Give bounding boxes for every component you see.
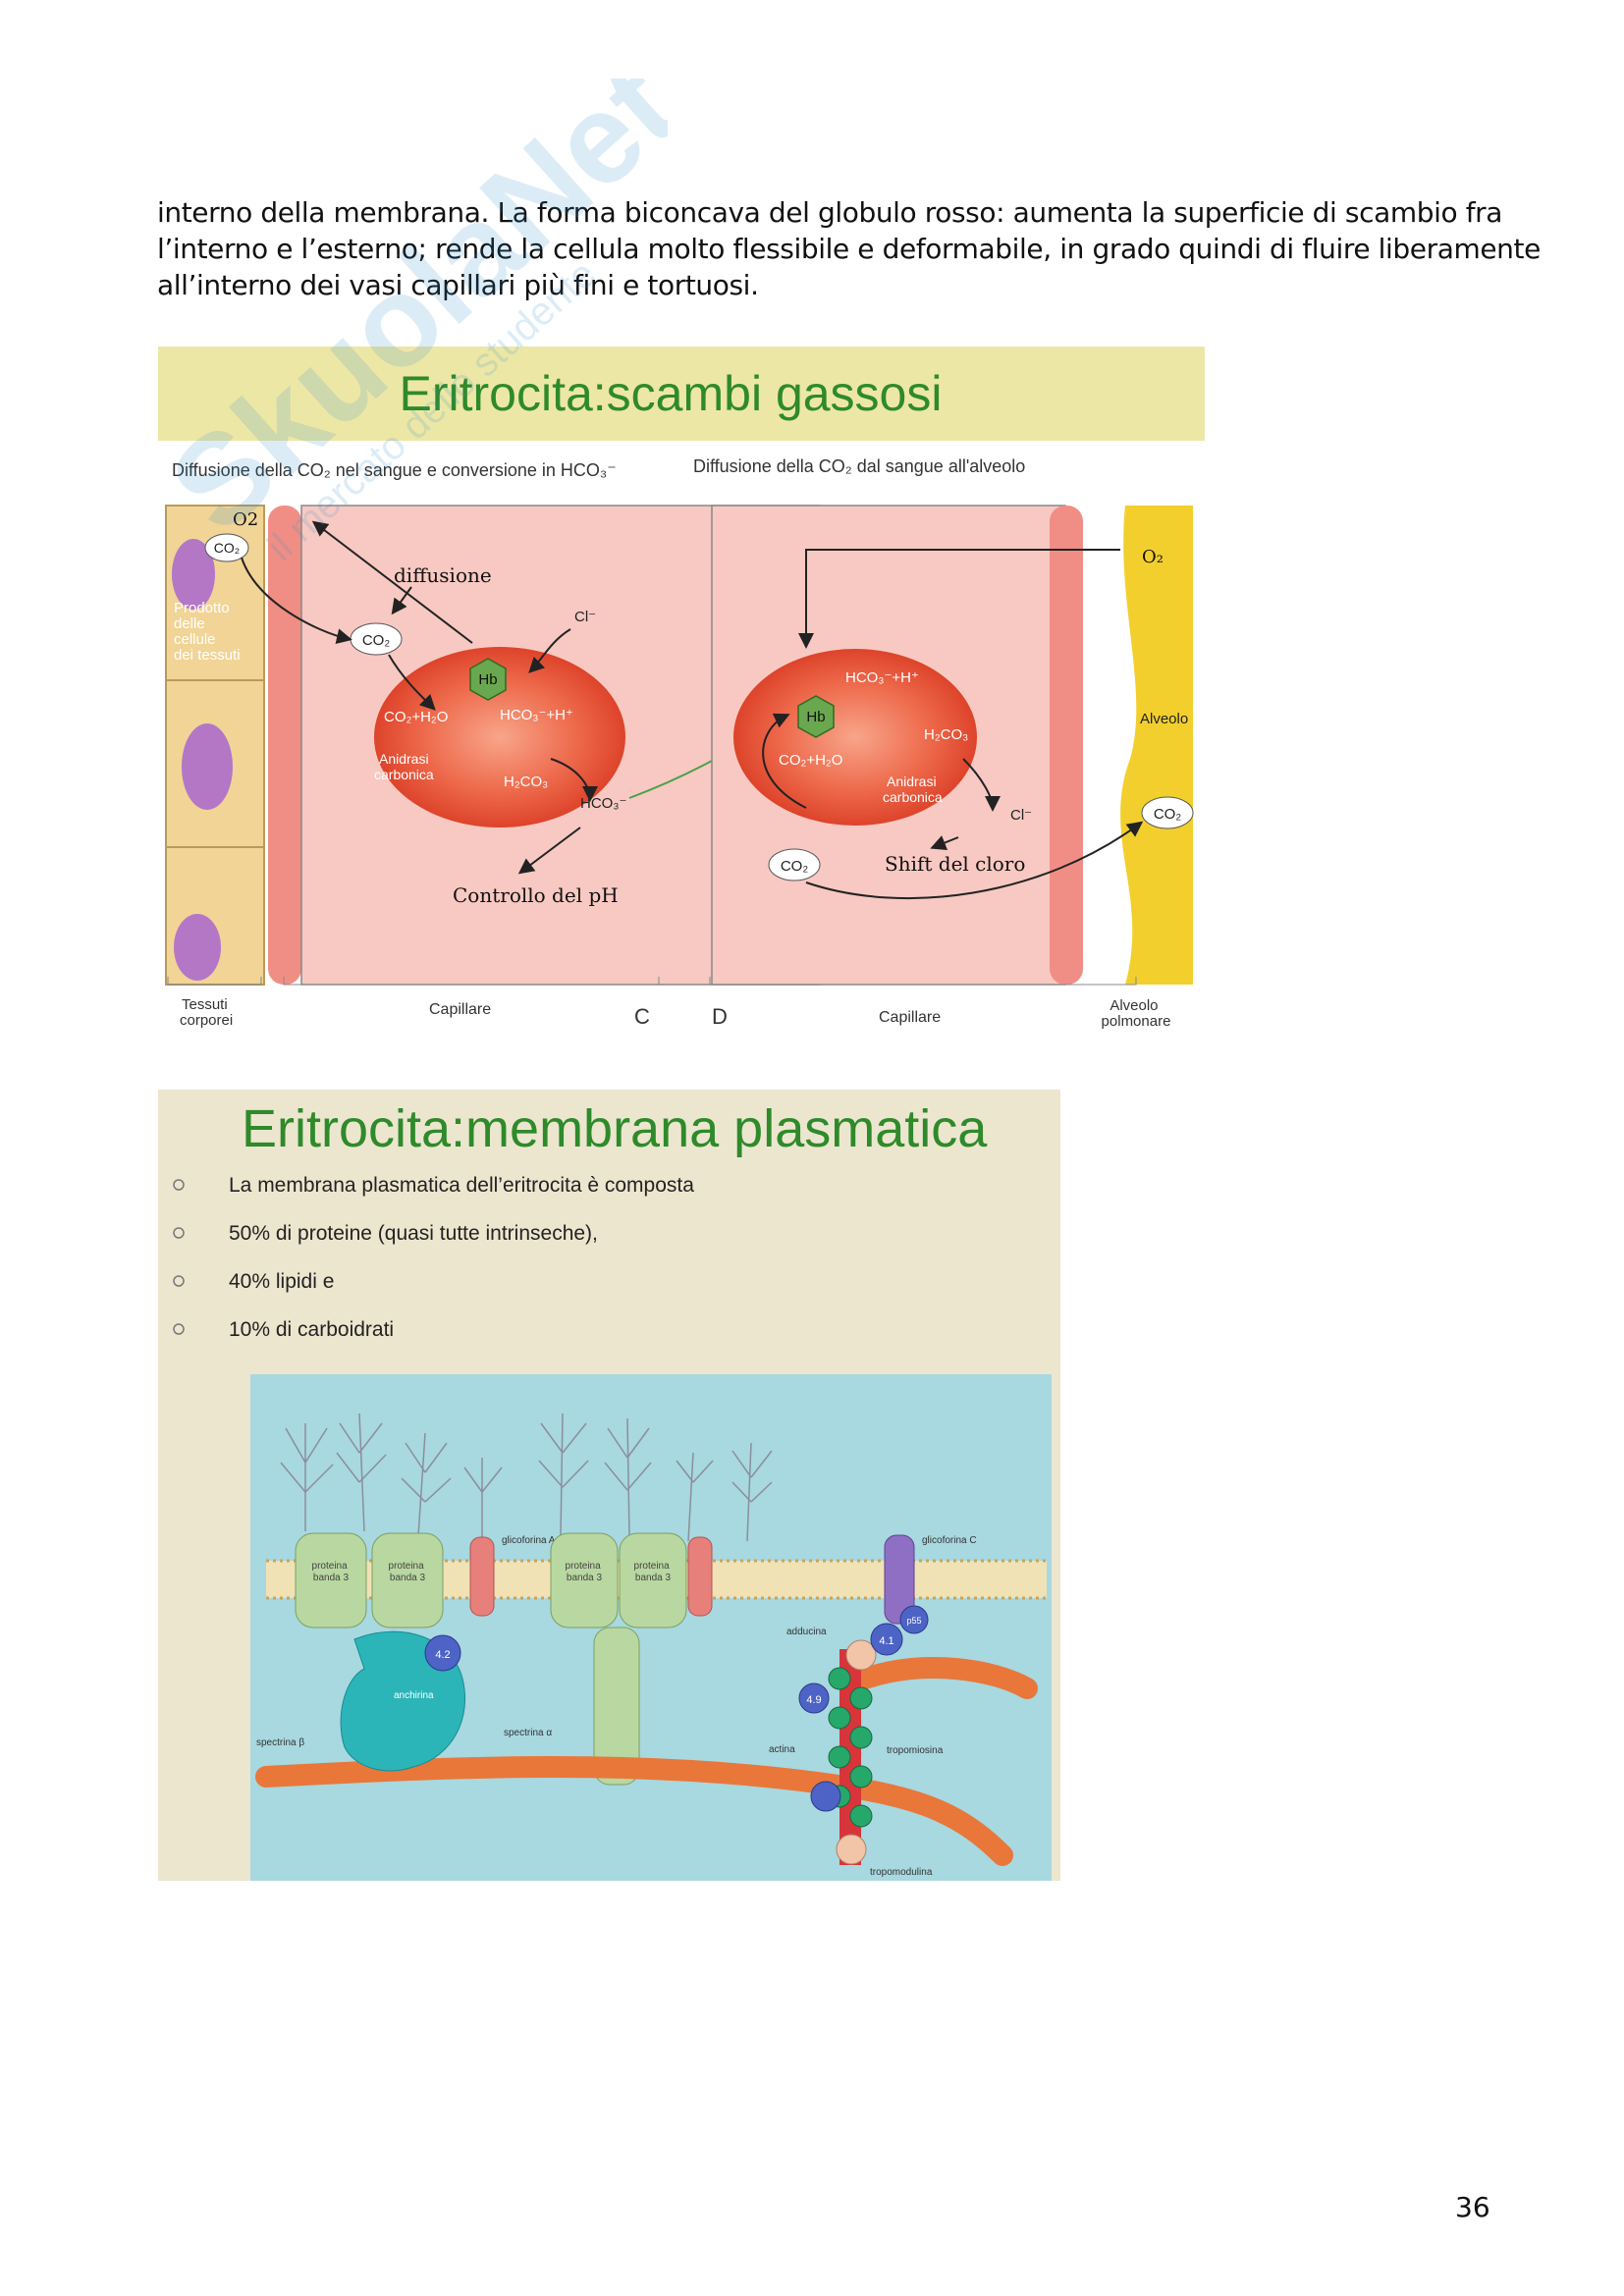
band49-label: 4.9	[806, 1694, 821, 1706]
cl-right: Cl⁻	[1010, 807, 1032, 824]
band3-label: proteina banda 3	[566, 1561, 604, 1583]
alveolo-label: Alveolo	[1140, 711, 1188, 727]
hco3-h-right: HCO₃⁻+H⁺	[845, 669, 919, 686]
glycophorin-a	[470, 1537, 494, 1616]
hb-left: Hb	[478, 671, 497, 688]
bullet-item: La membrana plasmatica dell’eritrocita è…	[229, 1174, 694, 1197]
hco3-left: HCO₃⁻	[580, 795, 626, 812]
h2co3-right: H₂CO₃	[924, 726, 968, 743]
controllo-label: Controllo del pH	[453, 883, 619, 907]
paragraph-line: all’interno dei vasi capillari più fini …	[157, 267, 1473, 303]
cl-left: Cl⁻	[574, 609, 596, 625]
anchirina-label: anchirina	[394, 1690, 434, 1701]
band42-label: 4.2	[435, 1649, 450, 1661]
left-caption: Diffusione della CO₂ nel sangue e conver…	[172, 460, 617, 480]
slide2-title: Eritrocita:membrana plasmatica	[242, 1099, 988, 1158]
right-panel: Alveolo CO₂ O₂ Hb HCO₃⁻+H⁺ H₂CO₃ CO₂+H₂O…	[712, 506, 1193, 985]
cell-nucleus	[182, 723, 233, 810]
adducina-label: adducina	[786, 1627, 827, 1637]
anidrasi-right: Anidrasi carbonica	[883, 774, 943, 805]
panel-letter-c: C	[634, 1004, 650, 1029]
band41-label: 4.1	[879, 1635, 893, 1647]
capillare-right-label: Capillare	[879, 1009, 941, 1026]
alveolo-polmonare-label: Alveolo polmonare	[1102, 997, 1171, 1030]
glicoforina-a-label: glicoforina A	[502, 1535, 556, 1546]
paragraph-line: interno della membrana. La forma biconca…	[157, 194, 1473, 231]
o2-right: O₂	[1142, 547, 1164, 567]
actina-label: actina	[769, 1744, 795, 1755]
spectrina-b-label: spectrina β	[256, 1737, 304, 1748]
co2-diffusion: CO₂	[362, 632, 391, 649]
right-caption: Diffusione della CO₂ dal sangue all'alve…	[693, 456, 1025, 476]
paragraph-line: l’interno e l’esterno; rende la cellula …	[157, 231, 1473, 267]
diffusione-label: diffusione	[394, 563, 492, 587]
co2-right: CO₂	[781, 858, 809, 875]
band3-label: proteina banda 3	[312, 1561, 351, 1583]
co2-h2o-right: CO₂+H₂O	[779, 752, 842, 769]
spectrina-a-label: spectrina α	[504, 1728, 552, 1738]
slide-membrana-plasmatica: Eritrocita:membrana plasmatica La membra…	[158, 1090, 1060, 1881]
glicoforina-c-label: glicoforina C	[922, 1535, 977, 1546]
bullet-item: 40% lipidi e	[229, 1270, 334, 1293]
hb-right: Hb	[806, 709, 825, 725]
slide-scambi-gassosi: Eritrocita:scambi gassosi Diffusione del…	[158, 347, 1205, 1049]
bullet-item: 50% di proteine (quasi tutte intrinseche…	[229, 1222, 598, 1245]
co2-h2o-left: CO₂+H₂O	[384, 709, 448, 725]
co2-cell: CO₂	[214, 540, 240, 556]
tessuti-label: Tessuti corporei	[180, 996, 233, 1029]
shift-label: Shift del cloro	[885, 852, 1025, 876]
band3-label: proteina banda 3	[634, 1561, 673, 1583]
h2co3-left: H₂CO₃	[504, 774, 548, 790]
band3-label: proteina banda 3	[389, 1561, 427, 1583]
tropomiosina-label: tropomiosina	[887, 1745, 944, 1756]
page-number: 36	[1455, 2191, 1490, 2223]
p55-label: p55	[906, 1616, 921, 1626]
panel-letter-d: D	[712, 1004, 728, 1029]
co2-alveolo: CO₂	[1154, 806, 1182, 823]
slide-title: Eritrocita:scambi gassosi	[400, 366, 943, 421]
body-paragraph: interno della membrana. La forma biconca…	[157, 194, 1473, 303]
tropomodulina-label: tropomodulina	[870, 1867, 933, 1878]
anidrasi-left: Anidrasi carbonica	[374, 751, 434, 782]
bullet-item: 10% di carboidrati	[229, 1318, 394, 1341]
capillare-left-label: Capillare	[429, 1001, 491, 1018]
o2-left: O2	[233, 509, 258, 530]
hco3-h-left: HCO₃⁻+H⁺	[500, 707, 573, 723]
membrane-diagram: proteina banda 3 proteina banda 3 glicof…	[250, 1374, 1052, 1881]
cell-nucleus	[174, 914, 221, 981]
